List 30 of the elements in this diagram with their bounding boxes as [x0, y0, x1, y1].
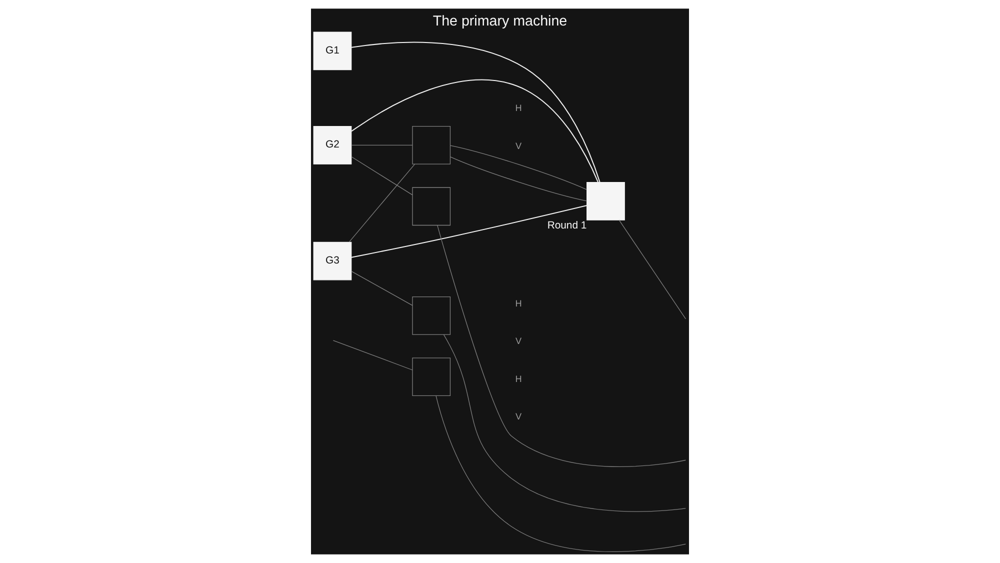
- label: H: [515, 374, 522, 384]
- node-box: G3: [313, 242, 352, 280]
- node-box: [586, 182, 625, 220]
- connector: [437, 225, 686, 468]
- node-box: G2: [313, 126, 352, 164]
- label: H: [515, 298, 522, 308]
- node-box: G1: [313, 32, 352, 70]
- node-label: Round 1: [547, 220, 587, 232]
- connector: [351, 156, 413, 196]
- label: V: [516, 140, 522, 151]
- connector: [450, 156, 587, 202]
- label: V: [516, 336, 522, 346]
- connector: [348, 164, 416, 242]
- connector: [436, 396, 686, 552]
- connector: [351, 205, 587, 258]
- node-box: [412, 126, 451, 164]
- label: V: [516, 412, 522, 422]
- node-box: [412, 296, 451, 335]
- diagram-title: The primary machine: [432, 13, 568, 30]
- connector: [351, 144, 413, 146]
- label: H: [515, 103, 522, 114]
- connector: [351, 79, 598, 182]
- connector: [450, 145, 587, 190]
- connector: [443, 334, 686, 512]
- connector: [351, 42, 600, 182]
- connector: [332, 340, 413, 370]
- connector: [351, 270, 413, 306]
- node-box: [412, 187, 451, 226]
- connector: [618, 220, 686, 320]
- node-box: [412, 358, 451, 396]
